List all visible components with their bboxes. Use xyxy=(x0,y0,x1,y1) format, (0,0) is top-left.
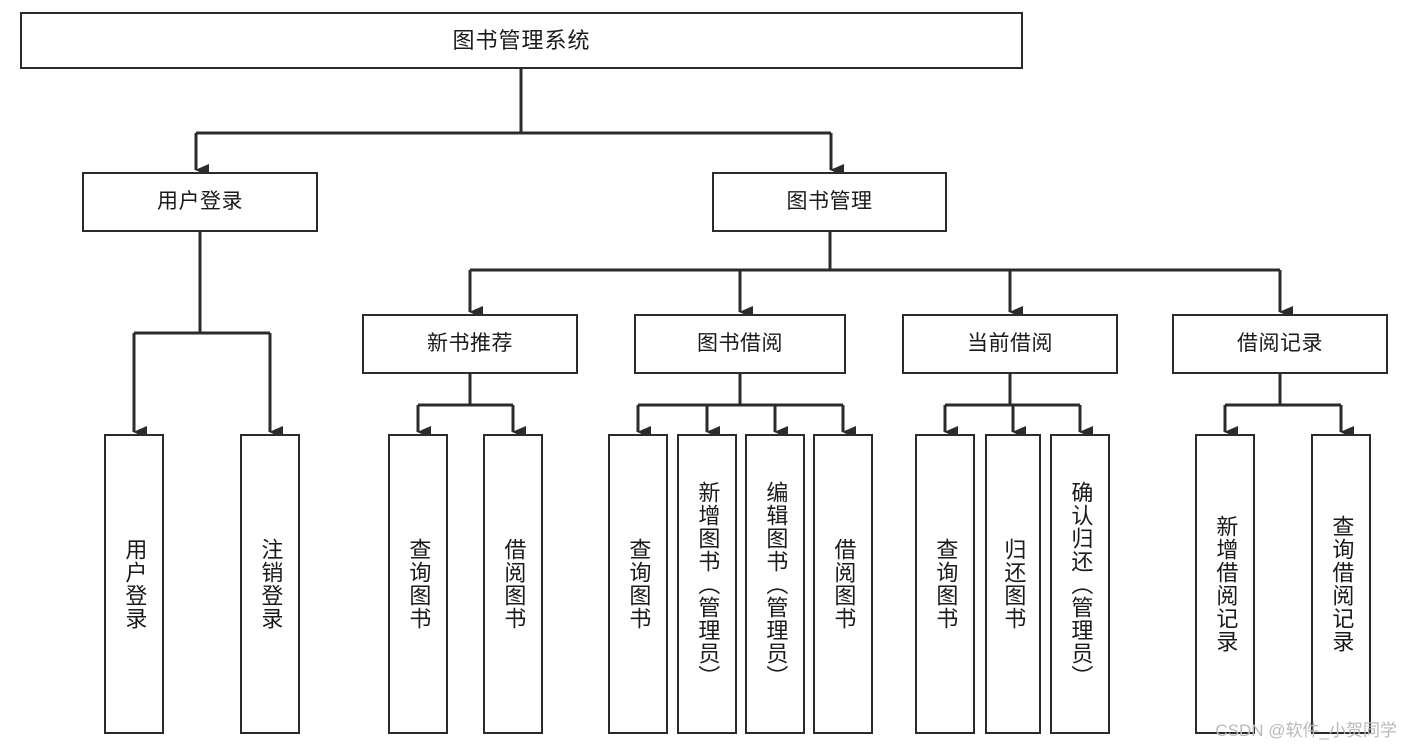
leaf-borrow-book-nbr[interactable]: 借阅图书 xyxy=(483,434,543,734)
node-new-book-recommend-label: 新书推荐 xyxy=(427,331,513,355)
node-borrow-record-label: 借阅记录 xyxy=(1237,331,1323,355)
leaf-query-book-cb[interactable]: 查询图书 xyxy=(915,434,975,734)
leaf-confirm-return-admin[interactable]: 确认归还（管理员） xyxy=(1050,434,1110,734)
leaf-edit-book-admin-label: 编辑图书（管理员） xyxy=(763,480,789,688)
leaf-return-book[interactable]: 归还图书 xyxy=(985,434,1041,734)
node-user-login[interactable]: 用户登录 xyxy=(82,172,318,232)
leaf-add-book-admin-label: 新增图书（管理员） xyxy=(695,480,721,688)
node-current-borrow-label: 当前借阅 xyxy=(967,331,1053,355)
leaf-query-book-nbr[interactable]: 查询图书 xyxy=(388,434,448,734)
node-root-system[interactable]: 图书管理系统 xyxy=(20,12,1023,69)
leaf-logout[interactable]: 注销登录 xyxy=(240,434,300,734)
node-root-label: 图书管理系统 xyxy=(452,27,591,53)
leaf-query-book-bb[interactable]: 查询图书 xyxy=(608,434,668,734)
leaf-edit-book-admin[interactable]: 编辑图书（管理员） xyxy=(745,434,805,734)
leaf-add-borrow-record-label: 新增借阅记录 xyxy=(1213,515,1239,653)
leaf-user-login-label: 用户登录 xyxy=(122,538,148,630)
leaf-query-book-nbr-label: 查询图书 xyxy=(406,538,432,630)
leaf-query-book-bb-label: 查询图书 xyxy=(626,538,652,630)
node-current-borrow[interactable]: 当前借阅 xyxy=(902,314,1118,374)
leaf-borrow-book-nbr-label: 借阅图书 xyxy=(501,538,527,630)
leaf-user-login[interactable]: 用户登录 xyxy=(104,434,164,734)
node-book-management-label: 图书管理 xyxy=(786,189,873,213)
leaf-confirm-return-admin-label: 确认归还（管理员） xyxy=(1068,480,1094,688)
node-book-borrow-label: 图书借阅 xyxy=(697,331,783,355)
node-user-login-label: 用户登录 xyxy=(157,189,243,213)
leaf-borrow-book-bb-label: 借阅图书 xyxy=(831,538,857,630)
leaf-query-book-cb-label: 查询图书 xyxy=(933,538,959,630)
leaf-return-book-label: 归还图书 xyxy=(1001,538,1027,630)
leaf-borrow-book-bb[interactable]: 借阅图书 xyxy=(813,434,873,734)
node-borrow-record[interactable]: 借阅记录 xyxy=(1172,314,1388,374)
leaf-add-book-admin[interactable]: 新增图书（管理员） xyxy=(677,434,737,734)
node-book-borrow[interactable]: 图书借阅 xyxy=(634,314,846,374)
node-book-management[interactable]: 图书管理 xyxy=(712,172,947,232)
leaf-query-borrow-record[interactable]: 查询借阅记录 xyxy=(1311,434,1371,734)
node-new-book-recommend[interactable]: 新书推荐 xyxy=(362,314,578,374)
leaf-add-borrow-record[interactable]: 新增借阅记录 xyxy=(1195,434,1255,734)
leaf-query-borrow-record-label: 查询借阅记录 xyxy=(1329,515,1355,653)
leaf-logout-label: 注销登录 xyxy=(258,538,284,630)
